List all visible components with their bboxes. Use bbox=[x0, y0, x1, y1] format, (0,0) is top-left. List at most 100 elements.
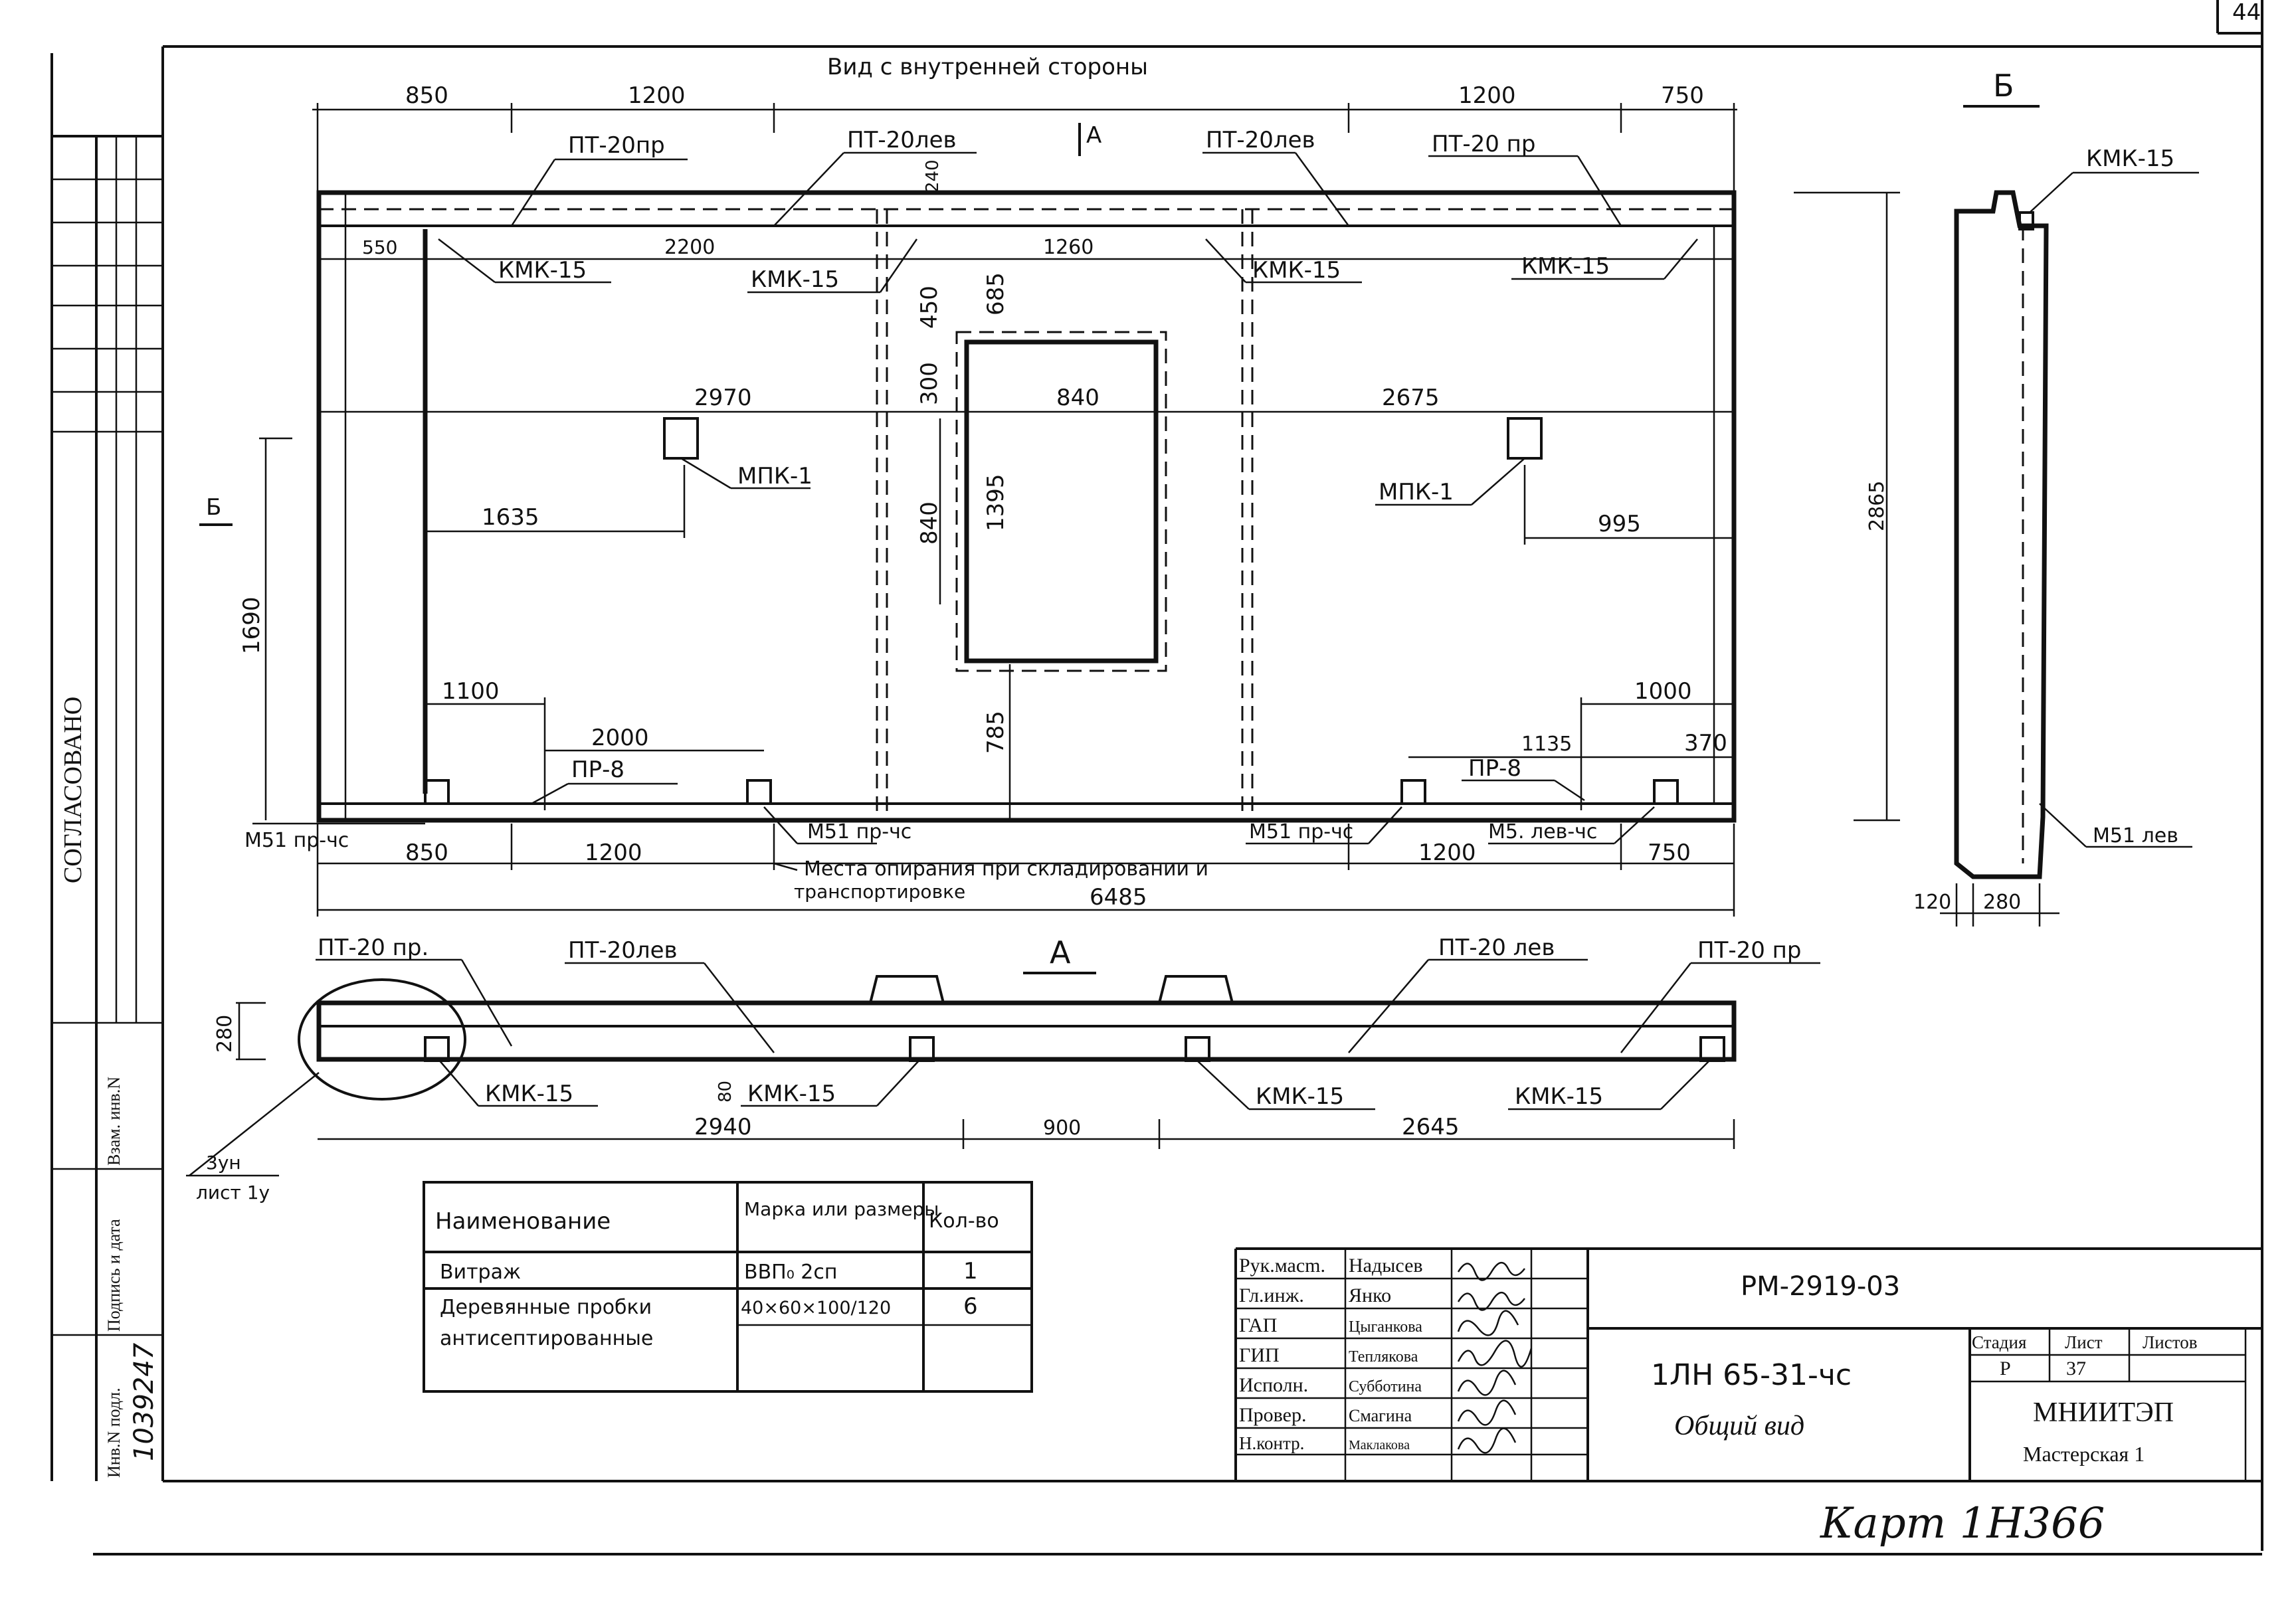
plan-kmk-1: КМК-15 bbox=[485, 1081, 573, 1107]
plan-dim-900: 900 bbox=[1043, 1116, 1081, 1140]
stage-value: Р bbox=[2000, 1358, 2011, 1379]
inv-original-field: Инв.N подл. bbox=[104, 1387, 124, 1478]
dim-685: 685 bbox=[983, 272, 1009, 315]
plan-kmk-3: КМК-15 bbox=[1256, 1083, 1344, 1110]
node-ref-1: 3ун bbox=[206, 1152, 241, 1174]
plan-marker-1: ПТ-20 пр. bbox=[318, 934, 429, 961]
sig-role-6: Провер. bbox=[1239, 1404, 1306, 1426]
product-code: 1ЛН 65-31-чс bbox=[1651, 1358, 1852, 1392]
sheet-label: Лист bbox=[2065, 1332, 2103, 1352]
replace-inv-field: Взам. инв.N bbox=[104, 1077, 124, 1166]
dim-2675: 2675 bbox=[1382, 385, 1440, 411]
pr-label-1: ПР-8 bbox=[571, 756, 624, 783]
dim-840-v: 840 bbox=[916, 501, 943, 545]
support-note-2: транспортировке bbox=[794, 881, 965, 903]
mpk-label-1: МПК-1 bbox=[737, 463, 813, 489]
drawing-title: Общий вид bbox=[1674, 1411, 1804, 1441]
sig-name-6: Смагина bbox=[1349, 1406, 1412, 1425]
bottom-dim-1: 850 bbox=[405, 840, 448, 866]
wood-plug-3 bbox=[1400, 779, 1426, 805]
plan-a: А ПТ-20 пр. ПТ-20лев ПТ-20 лев ПТ-20 пр … bbox=[186, 934, 1820, 1203]
section-b-dim-120: 120 bbox=[1913, 891, 1951, 914]
panel-outline bbox=[316, 190, 1737, 823]
plan-height-dim: 280 bbox=[213, 1015, 237, 1053]
dim-1100: 1100 bbox=[442, 678, 500, 705]
spec-table: Наименование Марка или размеры Кол-во Ви… bbox=[423, 1181, 1033, 1393]
sig-role-4: ГИП bbox=[1239, 1344, 1280, 1366]
node-circle bbox=[298, 978, 466, 1101]
sig-name-5: Субботина bbox=[1349, 1378, 1422, 1395]
section-b-dim-280: 280 bbox=[1983, 891, 2021, 914]
plan-dim-2645: 2645 bbox=[1402, 1114, 1460, 1140]
section-b-title: Б bbox=[1993, 68, 2014, 104]
dim-840-h: 840 bbox=[1056, 385, 1100, 411]
document-code: РМ-2919-03 bbox=[1741, 1271, 1900, 1302]
plan-small-dim: 80 bbox=[716, 1081, 735, 1103]
sig-name-2: Янко bbox=[1349, 1285, 1391, 1306]
top-marker-2: ПТ-20лев bbox=[847, 127, 957, 153]
section-b-m51: М51 лев bbox=[2093, 824, 2178, 847]
sheets-label: Листов bbox=[2143, 1332, 2197, 1352]
sig-name-3: Цыганкова bbox=[1349, 1318, 1422, 1336]
bottom-dim-3: 1200 bbox=[1418, 840, 1476, 866]
mpk-label-2: МПК-1 bbox=[1379, 479, 1454, 505]
sig-role-3: ГАП bbox=[1239, 1314, 1277, 1336]
table-header-name: Наименование bbox=[435, 1208, 611, 1235]
top-marker-4: ПТ-20 пр bbox=[1432, 131, 1536, 157]
title-block: Рук.масm. Надысев Гл.инж. Янко ГАП Цыган… bbox=[1234, 1247, 2262, 1481]
top-dim-1: 850 bbox=[405, 82, 448, 109]
section-a-arrow: А bbox=[1086, 122, 1101, 149]
bottom-marker-2: М51 пр-чс bbox=[807, 820, 911, 843]
section-b-kmk: КМК-15 bbox=[2086, 145, 2174, 172]
sig-name-4: Теплякова bbox=[1349, 1348, 1418, 1366]
dim-1395: 1395 bbox=[983, 474, 1009, 531]
plan-a-title: А bbox=[1050, 934, 1071, 970]
dim-450: 450 bbox=[916, 286, 943, 329]
dim-370: 370 bbox=[1684, 730, 1727, 756]
dim-785: 785 bbox=[983, 711, 1009, 754]
mpk-insert-left bbox=[663, 417, 699, 460]
plan-marker-3: ПТ-20 лев bbox=[1438, 934, 1555, 961]
bottom-dim-2: 1200 bbox=[585, 840, 642, 866]
table-row1-mark: ВВП₀ 2сп bbox=[744, 1261, 837, 1284]
top-dim-2: 1200 bbox=[628, 82, 686, 109]
mpk-insert-right bbox=[1507, 417, 1543, 460]
dim-2000: 2000 bbox=[591, 725, 649, 751]
section-b: Б КМК-15 М51 лев 120 280 bbox=[1913, 68, 2199, 927]
kmk-label-3: КМК-15 bbox=[1252, 257, 1341, 284]
plan-marker-2: ПТ-20лев bbox=[568, 937, 678, 964]
dim-240: 240 bbox=[923, 159, 943, 193]
node-ref-2: лист 1у bbox=[196, 1182, 270, 1203]
window-opening bbox=[964, 339, 1159, 664]
sheet-value: 37 bbox=[2066, 1358, 2086, 1379]
bottom-marker-4: М5. лев-чс bbox=[1488, 820, 1597, 843]
sheet-frame: 44 bbox=[93, 0, 2263, 1555]
top-dim-4: 750 bbox=[1661, 82, 1704, 109]
workshop: Мастерская 1 bbox=[2023, 1442, 2145, 1466]
kmk-label-4: КМК-15 bbox=[1521, 253, 1610, 280]
plan-kmk-4: КМК-15 bbox=[1515, 1083, 1603, 1110]
kmk-label-1: КМК-15 bbox=[498, 257, 587, 284]
sig-role-1: Рук.масm. bbox=[1239, 1255, 1325, 1277]
main-view: Вид с внутренней стороны 850 1200 1200 7… bbox=[199, 54, 1900, 917]
dim-550: 550 bbox=[362, 236, 397, 258]
sig-name-7: Маклакова bbox=[1349, 1438, 1410, 1453]
inventory-number: 1039247 bbox=[129, 1342, 159, 1461]
bottom-marker-1: М51 пр-чс bbox=[244, 829, 349, 852]
dim-1000: 1000 bbox=[1634, 678, 1692, 705]
dim-1635: 1635 bbox=[482, 504, 539, 531]
bottom-marker-3: М51 пр-чс bbox=[1249, 820, 1353, 843]
dim-2200: 2200 bbox=[664, 236, 715, 259]
signature-date-field: Подпись и дата bbox=[104, 1219, 124, 1332]
wood-plug-4 bbox=[1653, 779, 1679, 805]
table-row2-name2: антисептированные bbox=[440, 1327, 653, 1350]
table-header-qty: Кол-во bbox=[929, 1209, 999, 1233]
top-dim-3: 1200 bbox=[1458, 82, 1516, 109]
wood-plug-2 bbox=[746, 779, 772, 805]
table-row2-mark: 40×60×100/120 bbox=[741, 1298, 891, 1318]
kmk-label-2: КМК-15 bbox=[751, 266, 839, 293]
handwritten-note: Карт 1Н366 bbox=[1820, 1499, 2105, 1548]
plan-kmk-2: КМК-15 bbox=[747, 1081, 836, 1107]
section-b-arrow: Б bbox=[206, 494, 221, 521]
